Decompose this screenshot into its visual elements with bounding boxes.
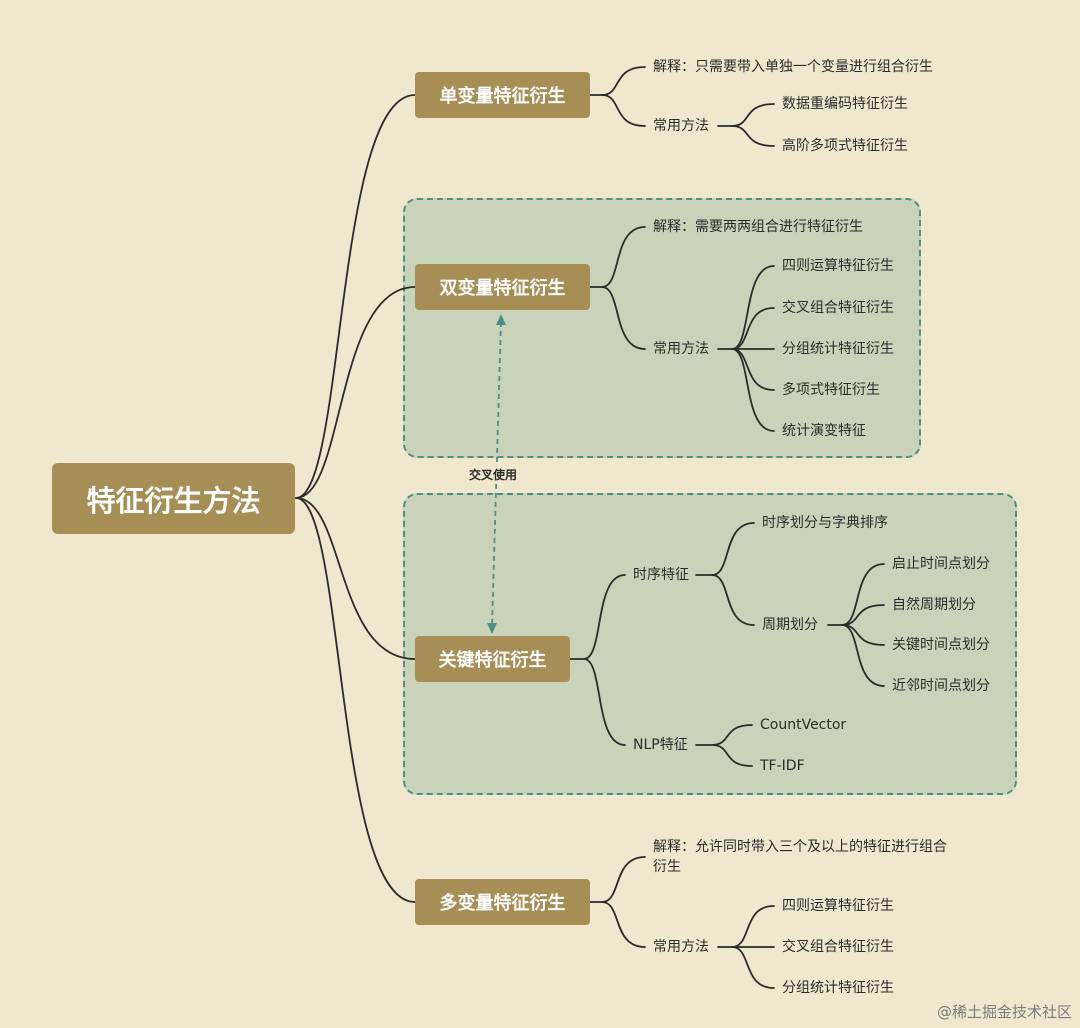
link-double-m4	[731, 348, 775, 391]
multi-method-item: 四则运算特征衍生	[782, 898, 894, 914]
double-explain: 解释：需要两两组合进行特征衍生	[653, 219, 863, 235]
link-key-timing	[569, 574, 626, 660]
cross-use-arrow	[487, 314, 506, 634]
link-multi-m1	[717, 905, 775, 948]
multi-method-item: 分组统计特征衍生	[782, 980, 894, 996]
link-nlp-1	[695, 724, 753, 746]
double-method-item: 四则运算特征衍生	[782, 258, 894, 274]
watermark: @稀土掘金技术社区	[936, 1003, 1072, 1021]
timing-sort-item: 时序划分与字典排序	[762, 515, 888, 531]
single-method-label: 常用方法	[653, 118, 709, 134]
multi-method-label: 常用方法	[653, 939, 709, 955]
branch-multi-variable: 多变量特征衍生	[415, 879, 590, 925]
period-split-label: 周期划分	[762, 617, 818, 633]
link-nlp-2	[711, 744, 753, 767]
link-single-method	[601, 94, 646, 127]
timing-feature-label: 时序特征	[633, 567, 689, 583]
double-method-item: 多项式特征衍生	[782, 382, 880, 398]
branch-double-variable: 双变量特征衍生	[415, 264, 590, 310]
link-period-4	[841, 624, 885, 687]
single-method-item: 高阶多项式特征衍生	[782, 138, 908, 154]
link-key-nlp	[583, 658, 626, 746]
link-timing-period	[711, 574, 755, 626]
link-single-explain	[589, 66, 646, 96]
branch-key-feature: 关键特征衍生	[415, 636, 570, 682]
link-multi-method	[601, 901, 646, 948]
multi-explain-line2: 衍生	[653, 859, 681, 875]
period-item: 自然周期划分	[892, 597, 976, 613]
link-double-explain	[589, 226, 646, 288]
multi-method-item: 交叉组合特征衍生	[782, 939, 894, 955]
double-variable-group-box	[403, 198, 921, 458]
single-method-item: 数据重编码特征衍生	[782, 96, 908, 112]
nlp-feature-label: NLP特征	[633, 737, 688, 753]
cross-use-note: 交叉使用	[467, 466, 520, 483]
root-node: 特征衍生方法	[52, 463, 295, 534]
link-double-m2	[731, 307, 775, 350]
link-timing-sort	[695, 522, 755, 576]
nlp-item: TF-IDF	[760, 758, 805, 774]
double-method-label: 常用方法	[653, 341, 709, 357]
single-explain: 解释：只需要带入单独一个变量进行组合衍生	[653, 59, 933, 75]
period-item: 启止时间点划分	[892, 556, 990, 572]
period-item: 近邻时间点划分	[892, 678, 990, 694]
link-period-2	[841, 604, 885, 626]
period-item: 关键时间点划分	[892, 637, 990, 653]
link-double-m5	[731, 348, 775, 432]
double-method-item: 分组统计特征衍生	[782, 341, 894, 357]
link-root-key	[295, 497, 416, 660]
branch-single-variable: 单变量特征衍生	[415, 72, 590, 118]
double-method-item: 交叉组合特征衍生	[782, 300, 894, 316]
link-root-double	[295, 286, 416, 499]
link-root-multi	[295, 497, 416, 903]
link-single-m2	[731, 125, 775, 147]
link-single-m1	[717, 103, 775, 127]
link-multi-explain	[589, 856, 646, 903]
double-method-item: 统计演变特征	[782, 423, 866, 439]
link-multi-m3	[731, 946, 775, 989]
link-root-single	[295, 94, 416, 499]
link-period-1	[827, 563, 885, 626]
nlp-item: CountVector	[760, 717, 847, 733]
multi-explain-line1: 解释：允许同时带入三个及以上的特征进行组合	[653, 839, 947, 855]
link-double-method	[601, 286, 646, 350]
